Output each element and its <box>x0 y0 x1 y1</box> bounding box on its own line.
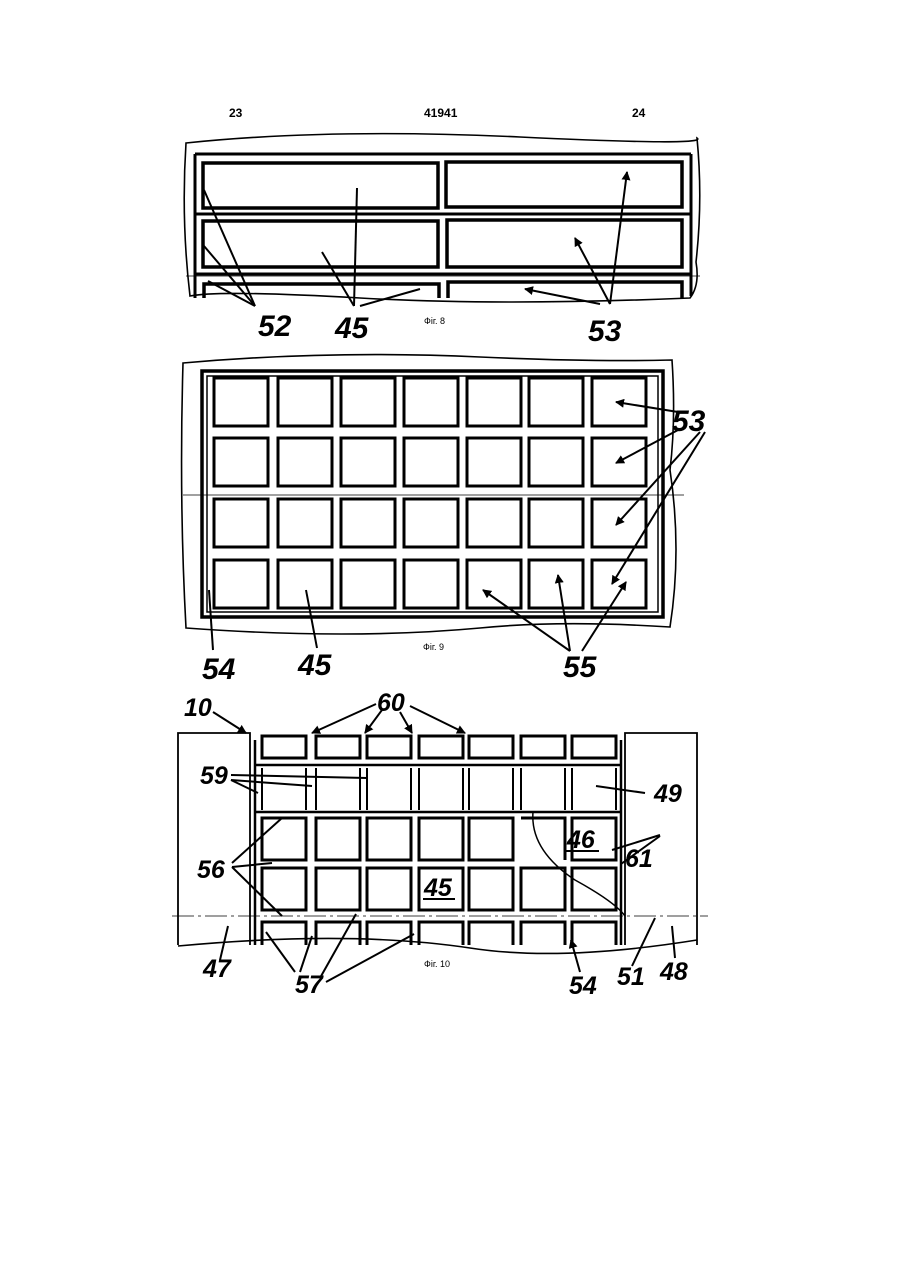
fig10-label-60: 60 <box>377 689 405 717</box>
fig10-top-slot-c1 <box>262 736 306 758</box>
fig10-cell-r2-c7 <box>572 868 616 910</box>
fig10-label-49: 49 <box>653 780 682 808</box>
fig10-cell-r1-c5 <box>469 818 513 860</box>
fig10-cell-r1-c3 <box>367 818 411 860</box>
fig8-caption: Фіг. 8 <box>424 316 445 326</box>
fig9-break-outline <box>182 355 676 634</box>
fig9-cell-r1-c5 <box>467 378 521 426</box>
fig9-cell-r1-c2 <box>278 378 332 426</box>
fig10-bottom-cell-c2 <box>316 922 360 945</box>
fig9-outer-frame <box>202 371 663 617</box>
fig10-top-slot-c6 <box>521 736 565 758</box>
fig10-label-59: 59 <box>200 762 228 790</box>
fig9-cell-r3-c6 <box>529 499 583 547</box>
fig10-top-slot-c3 <box>367 736 411 758</box>
fig10-cell-r2-c2 <box>316 868 360 910</box>
fig8-label-45: 45 <box>334 312 370 345</box>
fig9-cell-r3-c5 <box>467 499 521 547</box>
fig10-cell-r2-c3 <box>367 868 411 910</box>
fig9-cell-r3-c4 <box>404 499 458 547</box>
fig10-cell-r1-c1 <box>262 818 306 860</box>
fig10-label-48: 48 <box>659 958 688 986</box>
fig10-label-51: 51 <box>617 963 645 991</box>
fig10-cell-r1-c2 <box>316 818 360 860</box>
fig10-cell-r2-c6 <box>521 868 565 910</box>
fig9-cell-r4-c5 <box>467 560 521 608</box>
fig10-label-57: 57 <box>295 971 324 999</box>
fig10-bottom-cell-c4 <box>419 922 463 945</box>
fig9-label-55: 55 <box>563 651 598 684</box>
fig10-label-10: 10 <box>184 694 212 722</box>
fig9-cell-r4-c7 <box>592 560 646 608</box>
fig9-cell-r3-c3 <box>341 499 395 547</box>
fig10-label-47: 47 <box>202 955 232 983</box>
fig9-cell-r4-c3 <box>341 560 395 608</box>
fig10-bottom-cell-c1 <box>262 922 306 945</box>
fig9-inner-frame <box>207 376 658 612</box>
fig10-label-56: 56 <box>197 856 226 884</box>
fig8-cells <box>203 162 682 298</box>
fig9-cell-r4-c2 <box>278 560 332 608</box>
fig10-cell-grid <box>262 736 616 945</box>
fig9-cell-r3-c1 <box>214 499 268 547</box>
fig9-cell-r3-c2 <box>278 499 332 547</box>
fig9-cell-r4-c6 <box>529 560 583 608</box>
fig10-caption: Фіг. 10 <box>424 959 450 969</box>
fig9-caption: Фіг. 9 <box>423 642 444 652</box>
fig10-top-slot-c5 <box>469 736 513 758</box>
fig10-cell-r2-c5 <box>469 868 513 910</box>
fig10-label-61: 61 <box>625 845 653 873</box>
fig9-cell-r1-c1 <box>214 378 268 426</box>
fig9-label-54: 54 <box>202 653 236 686</box>
fig10-label-46: 46 <box>566 826 596 854</box>
fig10-bottom-cell-c5 <box>469 922 513 945</box>
fig9-cell-r2-c2 <box>278 438 332 486</box>
fig8-label-53: 53 <box>588 315 622 348</box>
figure-8: 52 45 53 Фіг. 8 <box>184 134 700 348</box>
fig8-label-52: 52 <box>258 310 292 343</box>
figure-10: 10 60 59 49 46 61 56 45 47 57 54 51 48 Ф… <box>172 689 708 1000</box>
fig10-region-46-outline <box>521 818 565 860</box>
fig9-cell-r1-c3 <box>341 378 395 426</box>
fig10-top-slot-c7 <box>572 736 616 758</box>
fig9-cell-r1-c6 <box>529 378 583 426</box>
fig9-cell-r2-c6 <box>529 438 583 486</box>
fig9-cell-r4-c4 <box>404 560 458 608</box>
fig10-bottom-cell-c7 <box>572 922 616 945</box>
fig10-top-slot-c2 <box>316 736 360 758</box>
fig10-label-45: 45 <box>423 874 453 902</box>
fig9-cell-r2-c4 <box>404 438 458 486</box>
fig9-cell-r2-c3 <box>341 438 395 486</box>
figure-9: 53 54 45 55 Фіг. 9 <box>182 355 706 686</box>
fig10-break-curve <box>178 938 697 953</box>
fig9-cell-r4-c1 <box>214 560 268 608</box>
fig8-leaders <box>204 172 627 306</box>
fig10-label-54: 54 <box>569 972 597 1000</box>
fig10-leaders <box>213 704 675 982</box>
fig9-label-53: 53 <box>672 405 706 438</box>
fig10-bottom-cell-c6 <box>521 922 565 945</box>
fig10-cell-r1-c4 <box>419 818 463 860</box>
fig9-cell-grid <box>214 378 646 608</box>
fig10-top-slot-c4 <box>419 736 463 758</box>
fig9-label-45: 45 <box>297 649 333 682</box>
fig9-cell-r1-c4 <box>404 378 458 426</box>
fig9-cell-r2-c5 <box>467 438 521 486</box>
fig9-cell-r2-c1 <box>214 438 268 486</box>
fig8-break-outline <box>184 134 700 302</box>
